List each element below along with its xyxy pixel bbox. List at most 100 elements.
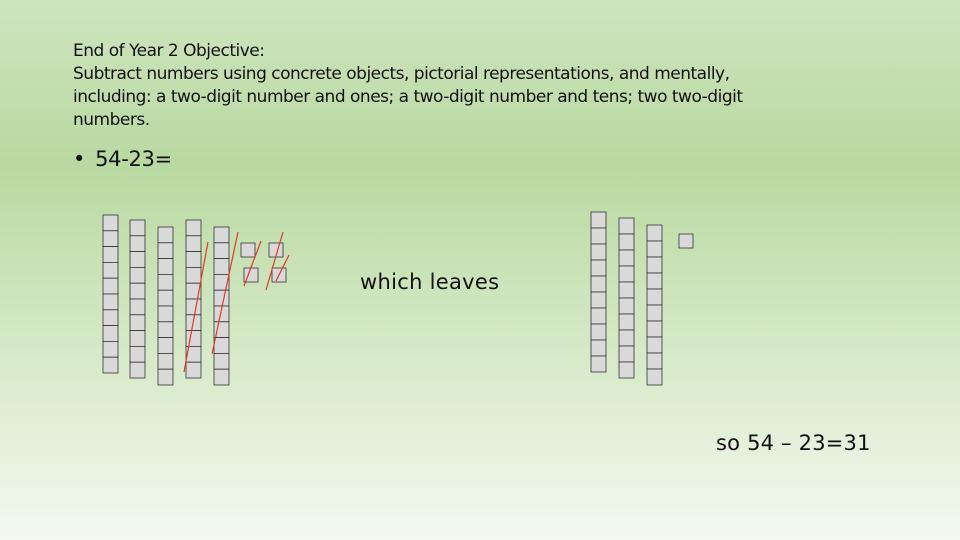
unit-cell [646, 256, 663, 274]
unit-cell [213, 242, 230, 260]
remaining-ten-rod [590, 211, 607, 373]
unit-cell [618, 265, 635, 283]
unit-cell [157, 352, 174, 370]
unit-cell [590, 339, 607, 357]
unit-cell [590, 307, 607, 325]
unit-cell [213, 258, 230, 275]
remaining-ten-rod [646, 224, 663, 386]
unit-cell [157, 305, 174, 323]
cross-out-ten [183, 241, 209, 373]
unit-cell [157, 242, 174, 260]
unit-cell [129, 266, 146, 284]
unit-cell [618, 249, 635, 267]
unit-cell [185, 330, 202, 347]
ten-rod [185, 219, 202, 379]
unit-cell [102, 293, 119, 311]
unit-cell [590, 323, 607, 341]
unit-cell [618, 345, 635, 363]
unit-cell [618, 297, 635, 315]
unit-cell [590, 355, 607, 373]
unit-cell [102, 309, 119, 326]
unit-cell [590, 275, 607, 293]
unit-cell [102, 356, 119, 374]
ten-rod [157, 226, 174, 386]
ten-rod [102, 214, 119, 374]
unit-cell [157, 368, 174, 386]
unit-cell [213, 352, 230, 370]
unit-cell [129, 235, 146, 253]
cross-out-one [275, 254, 290, 282]
unit-cell [102, 261, 119, 279]
cross-out-ten [211, 231, 239, 355]
unit-cell [102, 246, 119, 263]
unit-cell [185, 219, 202, 237]
unit-cell [129, 314, 146, 331]
unit-cell [102, 340, 119, 358]
bullet-point: • [73, 147, 86, 171]
unit-cell [618, 281, 635, 299]
unit-cell [646, 320, 663, 338]
unit-cell [185, 298, 202, 316]
unit-cell [646, 288, 663, 306]
unit-cell [185, 266, 202, 284]
unit-cell [102, 214, 119, 232]
one-cube [240, 242, 256, 258]
unit-cell [646, 224, 663, 242]
cross-out-one [265, 231, 284, 291]
unit-cell [646, 352, 663, 370]
ten-rod [213, 226, 230, 386]
unit-cell [129, 330, 146, 347]
unit-cell [590, 211, 607, 229]
objective-line-3: numbers. [73, 110, 150, 130]
unit-cell [590, 259, 607, 277]
unit-cell [102, 325, 119, 342]
unit-cell [157, 273, 174, 291]
unit-cell [213, 226, 230, 244]
unit-cell [185, 251, 202, 268]
unit-cell [129, 345, 146, 363]
cross-out-one [243, 240, 262, 287]
unit-cell [157, 337, 174, 354]
unit-cell [213, 368, 230, 386]
unit-cell [590, 243, 607, 261]
objective-line-2: including: a two-digit number and ones; … [73, 87, 743, 107]
remaining-ten-rod [618, 217, 635, 379]
unit-cell [157, 321, 174, 338]
expression-text: 54-23= [95, 147, 172, 171]
problem-expression: • 54-23= [73, 147, 172, 171]
objective-heading: End of Year 2 Objective: [73, 41, 265, 61]
unit-cell [590, 291, 607, 309]
unit-cell [618, 313, 635, 331]
unit-cell [157, 289, 174, 307]
unit-cell [646, 240, 663, 258]
unit-cell [129, 298, 146, 316]
unit-cell [129, 361, 146, 379]
objective-line-1: Subtract numbers using concrete objects,… [73, 64, 730, 84]
ten-rod [129, 219, 146, 379]
remaining-one-cube [678, 233, 694, 249]
unit-cell [646, 272, 663, 290]
which-leaves-text: which leaves [360, 270, 500, 294]
unit-cell [185, 235, 202, 253]
unit-cell [618, 233, 635, 251]
unit-cell [618, 361, 635, 379]
unit-cell [618, 217, 635, 235]
unit-cell [102, 230, 119, 248]
unit-cell [185, 361, 202, 379]
unit-cell [618, 329, 635, 347]
unit-cell [646, 336, 663, 354]
unit-cell [646, 368, 663, 386]
unit-cell [129, 219, 146, 237]
unit-cell [213, 289, 230, 307]
unit-cell [102, 277, 119, 295]
result-text: so 54 – 23=31 [716, 431, 871, 455]
unit-cell [213, 337, 230, 354]
unit-cell [129, 282, 146, 300]
unit-cell [646, 304, 663, 322]
unit-cell [157, 226, 174, 244]
unit-cell [590, 227, 607, 245]
unit-cell [157, 258, 174, 275]
objective-text: End of Year 2 Objective: Subtract number… [73, 40, 923, 132]
unit-cell [129, 251, 146, 268]
